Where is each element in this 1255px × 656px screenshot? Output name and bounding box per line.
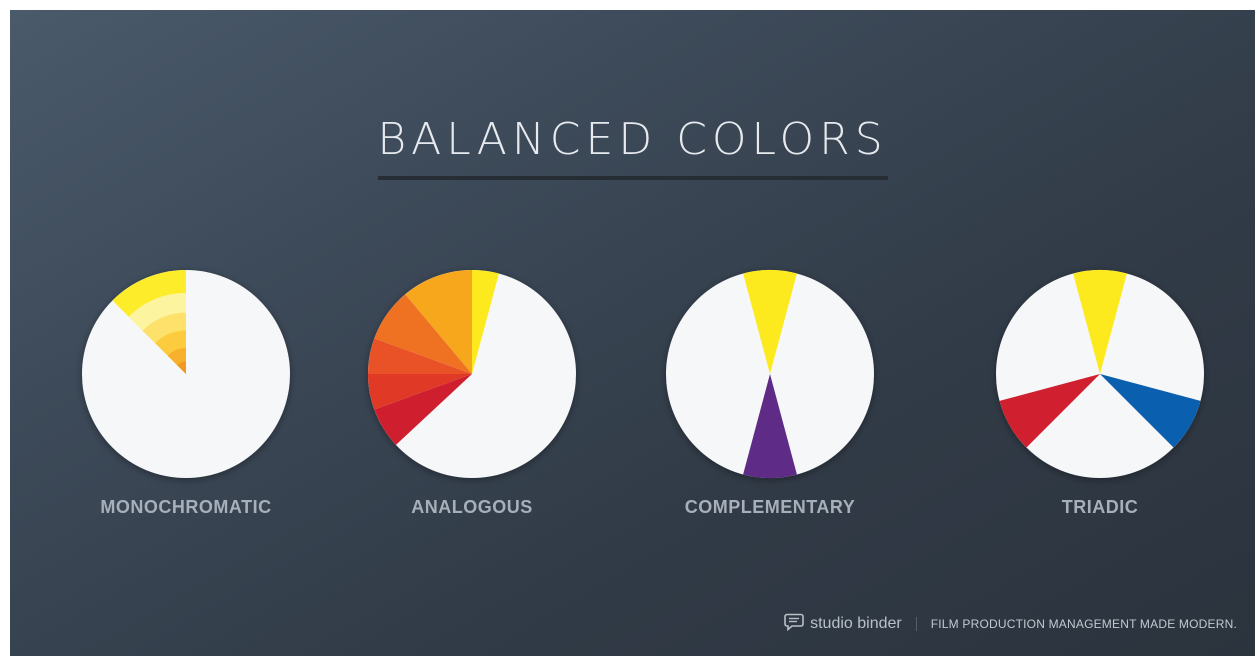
footer: studio binder FILM PRODUCTION MANAGEMENT… xyxy=(784,613,1237,636)
analogous-segment-2 xyxy=(374,294,472,374)
monochromatic-ring-4 xyxy=(177,361,186,374)
triadic-wheel xyxy=(996,269,1204,478)
analogous-segment-0 xyxy=(472,269,499,374)
analogous-segment-3 xyxy=(368,338,472,374)
brand-name: studio binder xyxy=(810,615,902,632)
analogous-wheel xyxy=(368,269,576,478)
complementary-segment-1 xyxy=(743,374,797,479)
analogous-segment-5 xyxy=(374,374,472,445)
analogous-segment-1 xyxy=(405,269,472,374)
triadic-segment-2 xyxy=(999,374,1100,448)
monochromatic-wheel xyxy=(82,270,290,478)
complementary-label: COMPLEMENTARY xyxy=(684,497,856,517)
tagline: FILM PRODUCTION MANAGEMENT MADE MODERN. xyxy=(930,617,1237,631)
analogous-segment-4 xyxy=(368,374,472,410)
brand[interactable]: studio binder xyxy=(784,613,902,636)
chat-bubble-icon xyxy=(784,613,804,636)
title-underline xyxy=(378,176,888,180)
triadic-segment-0 xyxy=(1073,269,1127,374)
poster: BALANCED COLORS MONOCHROMATIC ANALOGOUS … xyxy=(10,10,1255,656)
analogous-label: ANALOGOUS xyxy=(411,497,533,517)
footer-divider xyxy=(915,617,917,631)
complementary-wheel xyxy=(666,269,874,479)
triadic-label: TRIADIC xyxy=(1061,497,1139,517)
monochromatic-label: MONOCHROMATIC xyxy=(100,497,272,517)
page-title: BALANCED COLORS xyxy=(377,114,888,165)
color-wheels xyxy=(82,269,1204,479)
complementary-segment-0 xyxy=(743,269,797,374)
triadic-segment-1 xyxy=(1100,374,1201,448)
